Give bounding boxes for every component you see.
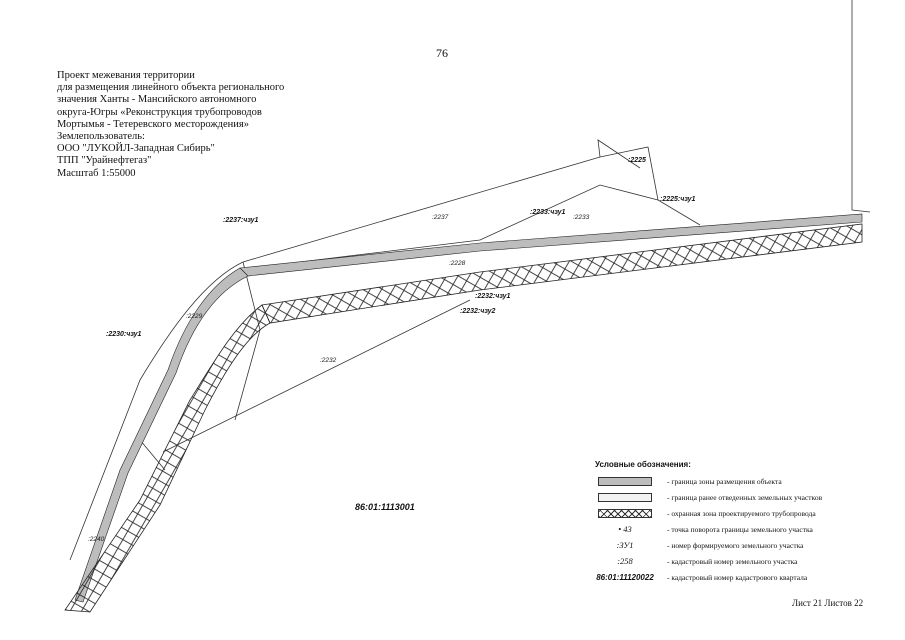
parcel-label: :2240 [88,536,105,543]
allocation-zone-swatch [598,476,652,486]
parcel-label: :2237 [432,214,449,221]
title-line: Масштаб 1:55000 [57,167,136,179]
protection-zone-swatch [598,508,652,518]
parcel-label: :2232 [320,357,337,364]
parcel-2237-boundary [242,146,701,263]
parcel-2225-boundary [597,139,641,169]
parcel-label: :2230:чзу1 [106,331,142,338]
parcel-2232-line [162,299,471,453]
title-line: ООО "ЛУКОЙЛ-Западная Сибирь" [57,143,215,155]
legend-item: - охранная зона проектируемого трубопров… [595,505,865,521]
legend-symbol: :258 [617,556,633,566]
legend-text: - граница зоны размещения объекта [667,476,782,486]
title-line: ТПП "Урайнефтегаз" [57,155,152,167]
title-line: для размещения линейного объекта региона… [57,82,285,94]
legend-text: - кадастровый номер кадастрового квартал… [667,572,808,582]
legend-symbol: :ЗУ1 [616,540,634,550]
legend-symbol [595,491,655,503]
legend-text: - точка поворота границы земельного учас… [667,524,813,534]
parcel-right-boundary [851,0,871,213]
title-line: Проект межевания территории [57,70,195,81]
legend-text: - номер формируемого земельного участка [667,540,804,550]
parcel-boundary-swatch [598,492,652,502]
legend-item: - граница зоны размещения объекта [595,473,865,489]
legend-item: - граница ранее отведенных земельных уча… [595,489,865,505]
legend-symbol: • 43 [618,524,632,534]
parcel-label: :2237:чзу1 [223,217,259,224]
parcel-label: :2233:чзу1 [530,209,566,216]
quarter-label: 86:01:1113001 [355,502,415,512]
parcel-left-boundary [69,261,244,561]
parcel-label: :2228 [449,260,466,267]
legend-item: 86:01:11120022 - кадастровый номер кадас… [595,569,865,585]
parcel-2233-boundary [299,184,659,263]
legend-symbol [595,507,655,519]
legend-text: - граница ранее отведенных земельных уча… [667,492,823,502]
parcel-label: :2229 [186,313,203,320]
parcel-labels: :2225 :2225:чзу1 :2237 :2233:чзу1 :2233 … [88,157,696,543]
legend-symbol [595,475,655,487]
parcel-label: :2232:чзу2 [460,308,496,315]
parcel-label: :2233 [573,214,590,221]
legend: Условные обозначения: - граница зоны раз… [595,460,865,585]
parcel-label: :2232:чзу1 [475,293,511,300]
page-number: 76 [436,46,448,60]
legend-item: • 43 - точка поворота границы земельного… [595,521,865,537]
parcel-label: :2225:чзу1 [660,196,696,203]
title-block: Проект межевания территории для размещен… [57,70,284,180]
title-line: значения Ханты - Мансийского автономного [57,94,257,106]
legend-text: - охранная зона проектируемого трубопров… [667,508,816,518]
title-line: Землепользователь: [57,131,145,143]
legend-text: - кадастровый номер земельного участка [667,556,798,566]
parcel-label: :2225 [628,157,646,164]
title-line: Мортымья - Тетеревского месторождения» [57,118,249,130]
protection-zone [64,223,863,613]
sheet-info: Лист 21 Листов 22 [792,598,864,608]
legend-item: :ЗУ1 - номер формируемого земельного уча… [595,537,865,553]
title-line: округа-Югры «Реконструкция трубопроводов [57,106,262,118]
legend-item: :258 - кадастровый номер земельного учас… [595,553,865,569]
legend-title: Условные обозначения: [595,460,691,469]
legend-symbol: 86:01:11120022 [596,572,654,582]
